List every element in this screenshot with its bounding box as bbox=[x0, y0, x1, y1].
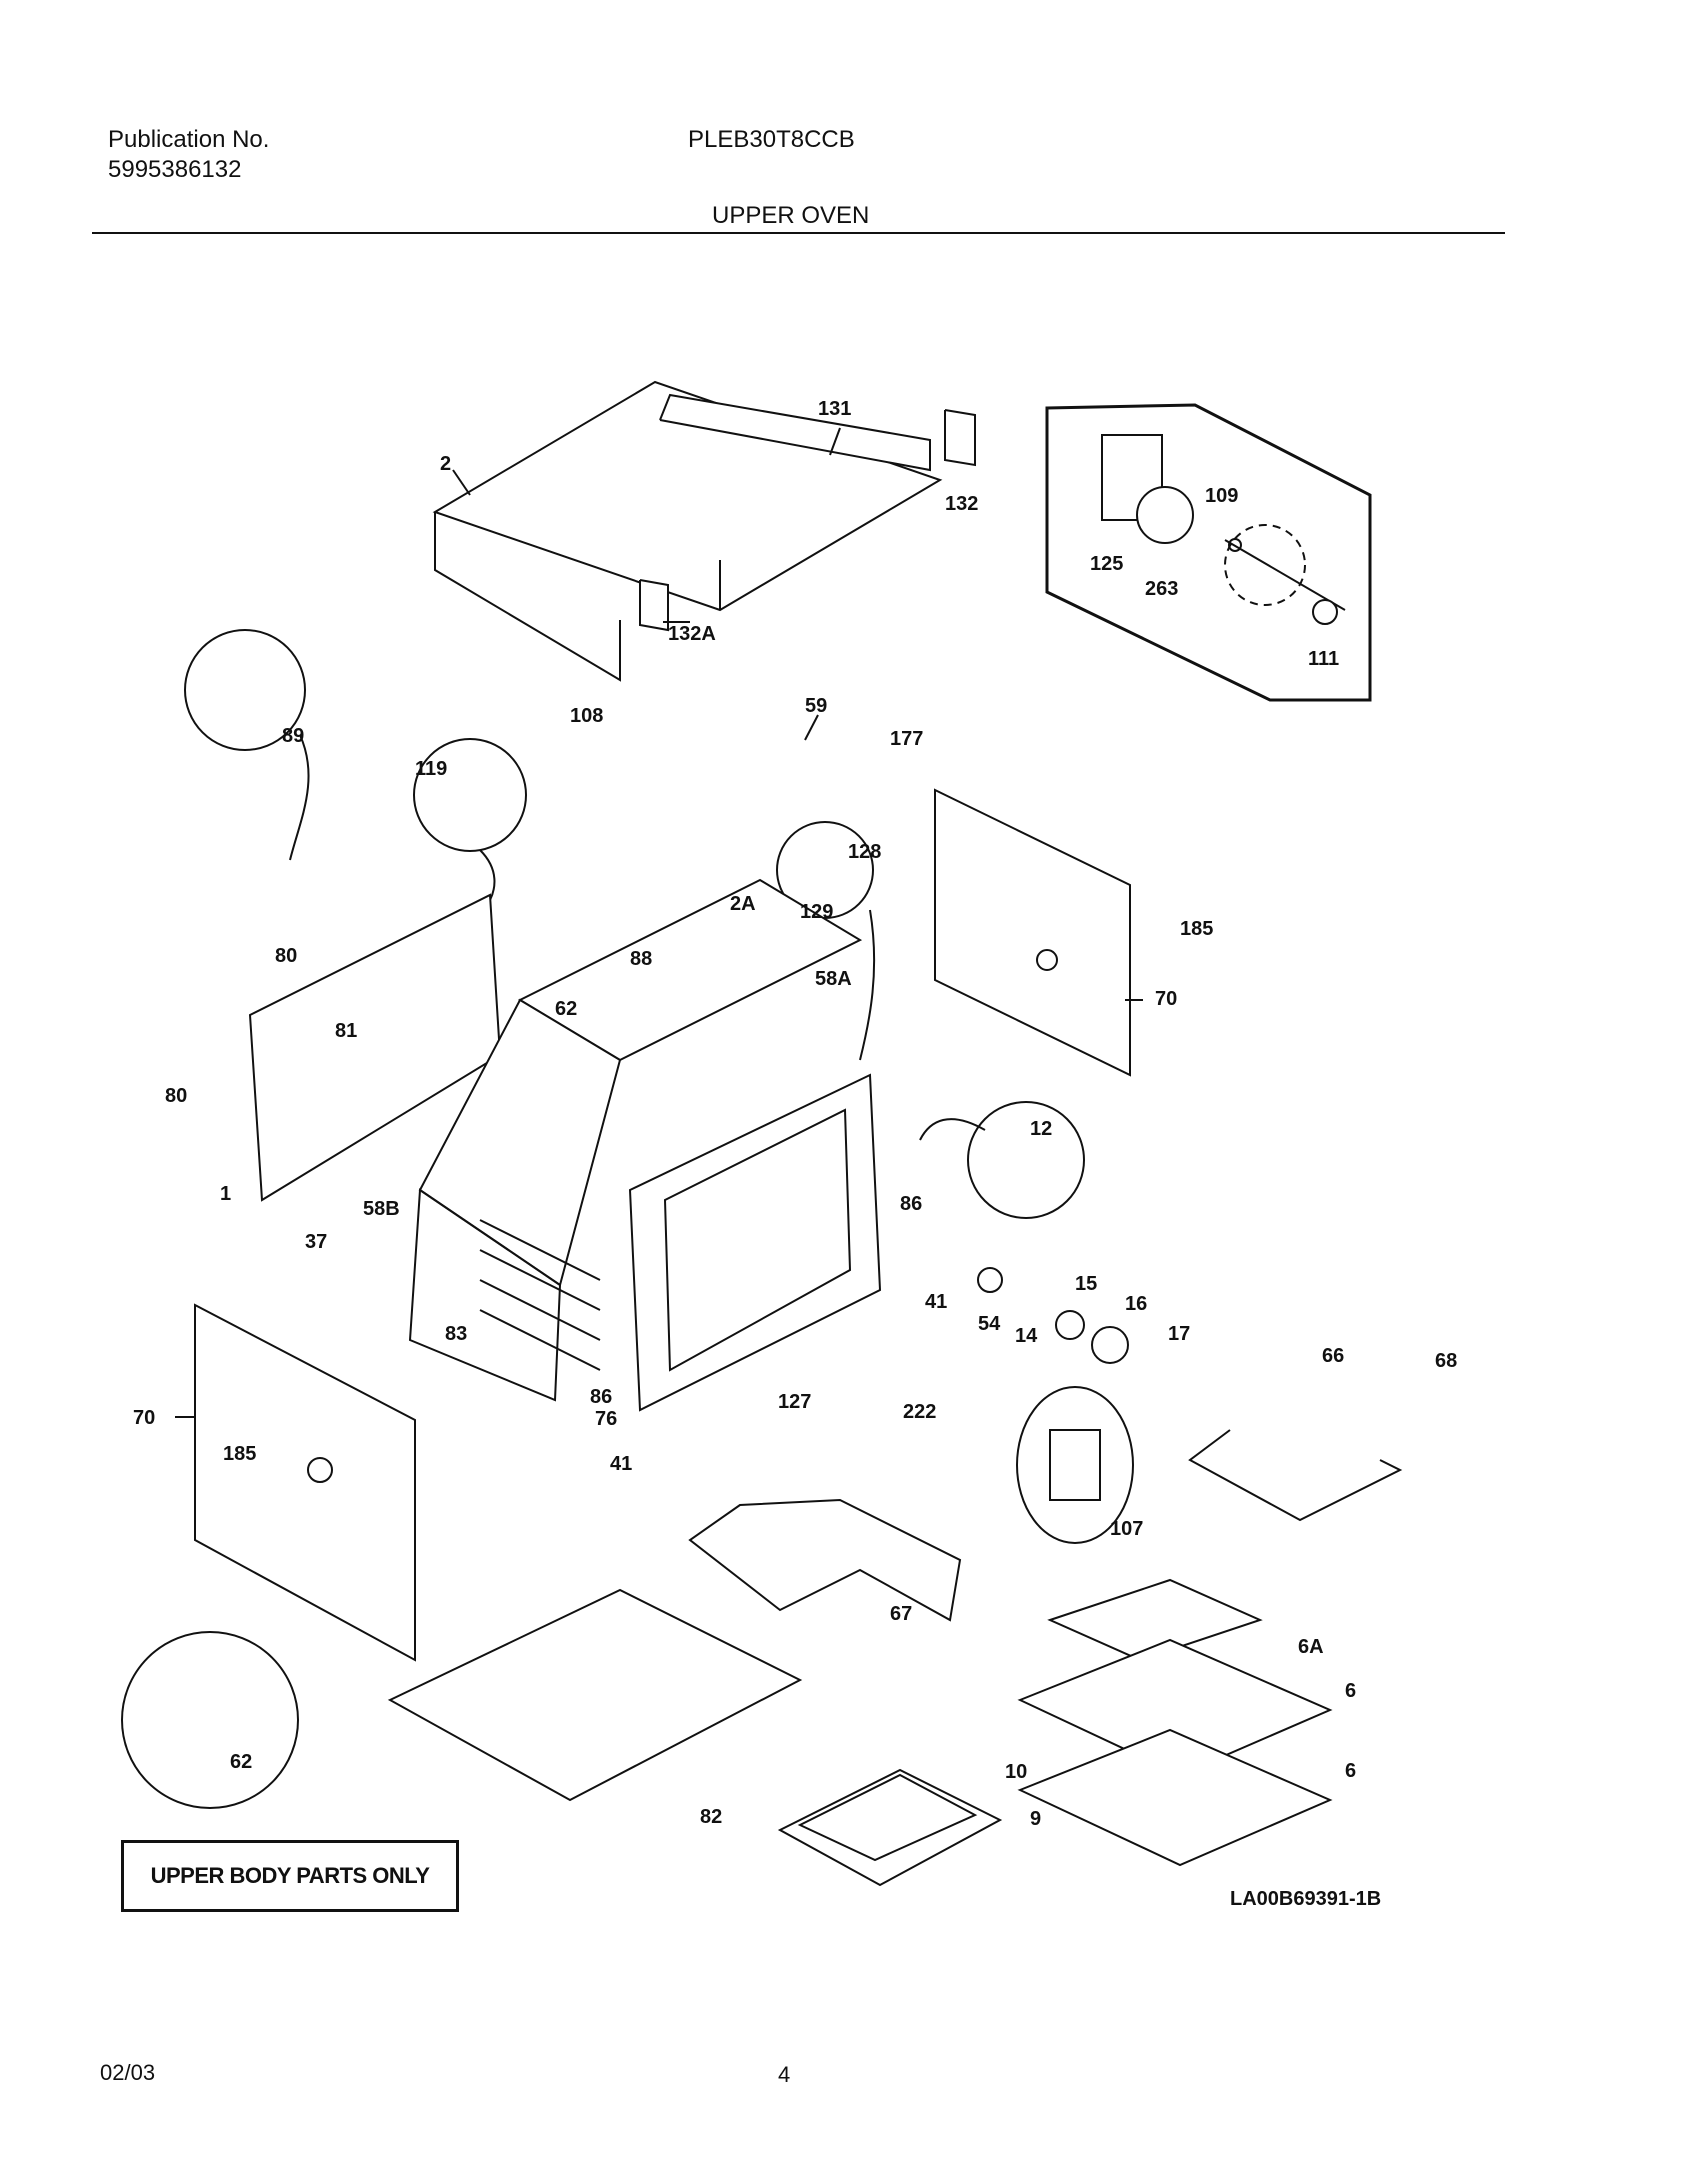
light-lens bbox=[1091, 1326, 1129, 1364]
label-6-lower: 6 bbox=[1345, 1760, 1356, 1782]
label-109: 109 bbox=[1205, 485, 1238, 507]
upper-body-parts-note: UPPER BODY PARTS ONLY bbox=[121, 1840, 459, 1912]
broil-pan-insert bbox=[797, 1773, 978, 1862]
label-86-right: 86 bbox=[900, 1193, 922, 1215]
right-side-panel bbox=[934, 788, 1131, 1077]
label-80-upper: 80 bbox=[275, 945, 297, 967]
fan-motor-inset bbox=[1045, 403, 1372, 702]
label-17: 17 bbox=[1168, 1323, 1190, 1345]
label-15: 15 bbox=[1075, 1273, 1097, 1295]
drawing-number: LA00B69391-1B bbox=[1230, 1888, 1382, 1910]
publication-label: Publication No. bbox=[108, 126, 270, 153]
left-side-panel bbox=[194, 1303, 416, 1662]
label-2a: 2A bbox=[730, 893, 756, 915]
top-panel-drawing bbox=[432, 380, 976, 682]
label-62: 62 bbox=[555, 998, 577, 1020]
broil-pan bbox=[777, 1768, 1003, 1887]
label-41-left: 41 bbox=[610, 1453, 632, 1475]
label-9: 9 bbox=[1030, 1808, 1041, 1830]
broil-element bbox=[1188, 1429, 1403, 1522]
label-62-inset: 62 bbox=[230, 1751, 252, 1773]
label-128: 128 bbox=[848, 841, 881, 863]
header-rule bbox=[92, 232, 1505, 234]
label-89: 89 bbox=[282, 725, 304, 747]
label-82: 82 bbox=[700, 1806, 722, 1828]
label-132a: 132A bbox=[668, 623, 716, 645]
model-number: PLEB30T8CCB bbox=[688, 126, 855, 153]
label-131: 131 bbox=[818, 398, 851, 420]
label-70-right: 70 bbox=[1155, 988, 1177, 1010]
oven-cavity bbox=[408, 878, 863, 1402]
arrow-12 bbox=[919, 1118, 986, 1141]
label-59: 59 bbox=[805, 695, 827, 717]
light-socket bbox=[977, 1267, 1003, 1293]
label-58a: 58A bbox=[815, 968, 852, 990]
label-125: 125 bbox=[1090, 553, 1123, 575]
arrow-128 bbox=[859, 909, 876, 1061]
inset-12 bbox=[967, 1101, 1085, 1219]
label-10: 10 bbox=[1005, 1761, 1027, 1783]
label-185-left: 185 bbox=[223, 1443, 256, 1465]
convection-cover bbox=[1016, 1386, 1134, 1544]
label-66: 66 bbox=[1322, 1345, 1344, 1367]
label-2: 2 bbox=[440, 453, 451, 475]
label-58b: 58B bbox=[363, 1198, 400, 1220]
label-263: 263 bbox=[1145, 578, 1178, 600]
rack-6a bbox=[1047, 1578, 1263, 1662]
label-70-left: 70 bbox=[133, 1407, 155, 1429]
label-83: 83 bbox=[445, 1323, 467, 1345]
label-1: 1 bbox=[220, 1183, 231, 1205]
label-80-lower: 80 bbox=[165, 1085, 187, 1107]
label-81: 81 bbox=[335, 1020, 357, 1042]
inset-89 bbox=[184, 629, 306, 751]
label-185-right: 185 bbox=[1180, 918, 1213, 940]
label-129: 129 bbox=[800, 901, 833, 923]
label-12: 12 bbox=[1030, 1118, 1052, 1140]
label-222: 222 bbox=[903, 1401, 936, 1423]
page-number: 4 bbox=[778, 2062, 791, 2087]
label-16: 16 bbox=[1125, 1293, 1147, 1315]
arrow-119 bbox=[479, 849, 496, 901]
bake-element bbox=[688, 1498, 962, 1622]
light-bulb bbox=[1055, 1310, 1085, 1340]
label-132: 132 bbox=[945, 493, 978, 515]
section-title: UPPER OVEN bbox=[712, 202, 870, 229]
label-111: 111 bbox=[1308, 648, 1339, 670]
label-177: 177 bbox=[890, 728, 923, 750]
front-frame bbox=[628, 1073, 882, 1412]
rack-6-lower bbox=[1017, 1728, 1333, 1867]
inset-62 bbox=[121, 1631, 299, 1809]
publication-number: 5995386132 bbox=[108, 156, 242, 183]
label-108: 108 bbox=[570, 705, 603, 727]
arrow-89 bbox=[289, 734, 310, 861]
inset-119 bbox=[413, 738, 527, 852]
bottom-panel bbox=[387, 1588, 803, 1802]
label-14: 14 bbox=[1015, 1325, 1038, 1347]
footer-date: 02/03 bbox=[100, 2060, 156, 2085]
label-88: 88 bbox=[630, 948, 652, 970]
label-6a: 6A bbox=[1298, 1636, 1324, 1658]
label-76: 76 bbox=[595, 1408, 617, 1430]
label-119: 119 bbox=[415, 758, 447, 780]
label-6-upper: 6 bbox=[1345, 1680, 1356, 1702]
label-41-right: 41 bbox=[925, 1291, 947, 1313]
label-86-left: 86 bbox=[590, 1386, 612, 1408]
label-127: 127 bbox=[778, 1391, 811, 1413]
label-107: 107 bbox=[1110, 1518, 1143, 1540]
label-37: 37 bbox=[305, 1231, 327, 1253]
label-54: 54 bbox=[978, 1313, 1001, 1335]
label-68: 68 bbox=[1435, 1350, 1457, 1372]
label-67: 67 bbox=[890, 1603, 912, 1625]
